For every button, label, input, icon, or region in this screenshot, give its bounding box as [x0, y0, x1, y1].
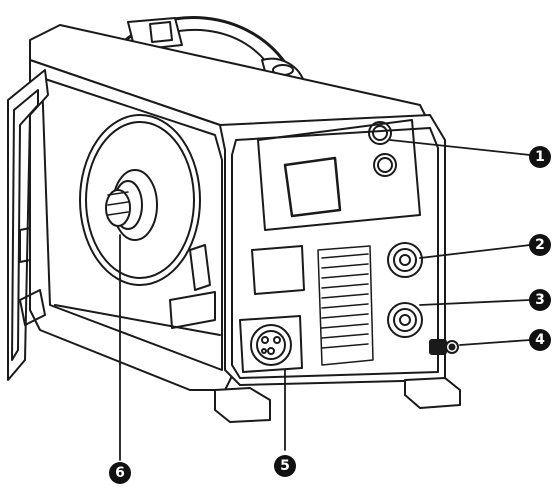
leader-lines [119, 139, 531, 461]
wire-feeder [54, 244, 221, 336]
callout-4: 4 [529, 329, 551, 351]
callout-5: 5 [274, 455, 296, 477]
output-socket-upper [387, 242, 423, 278]
callout-2: 2 [529, 234, 551, 256]
machine-body [29, 24, 446, 391]
label-plate [251, 245, 305, 295]
callout-3: 3 [529, 289, 551, 311]
control-panel [257, 119, 421, 231]
callouts: 1 2 3 4 5 6 [109, 146, 551, 484]
callout-4-label: 4 [535, 332, 545, 348]
vent-grille [317, 245, 374, 366]
side-door [7, 69, 49, 381]
output-socket-lower [387, 302, 423, 338]
callout-3-label: 3 [535, 292, 545, 308]
callout-6: 6 [109, 462, 131, 484]
wire-spool [79, 114, 201, 286]
torch-connector [239, 315, 303, 373]
callout-1-label: 1 [535, 149, 545, 165]
callout-2-label: 2 [535, 237, 545, 253]
gas-connector [429, 339, 459, 355]
machine-feet [214, 377, 461, 423]
callout-6-label: 6 [115, 465, 125, 481]
callout-1: 1 [529, 146, 551, 168]
callout-5-label: 5 [280, 458, 290, 474]
